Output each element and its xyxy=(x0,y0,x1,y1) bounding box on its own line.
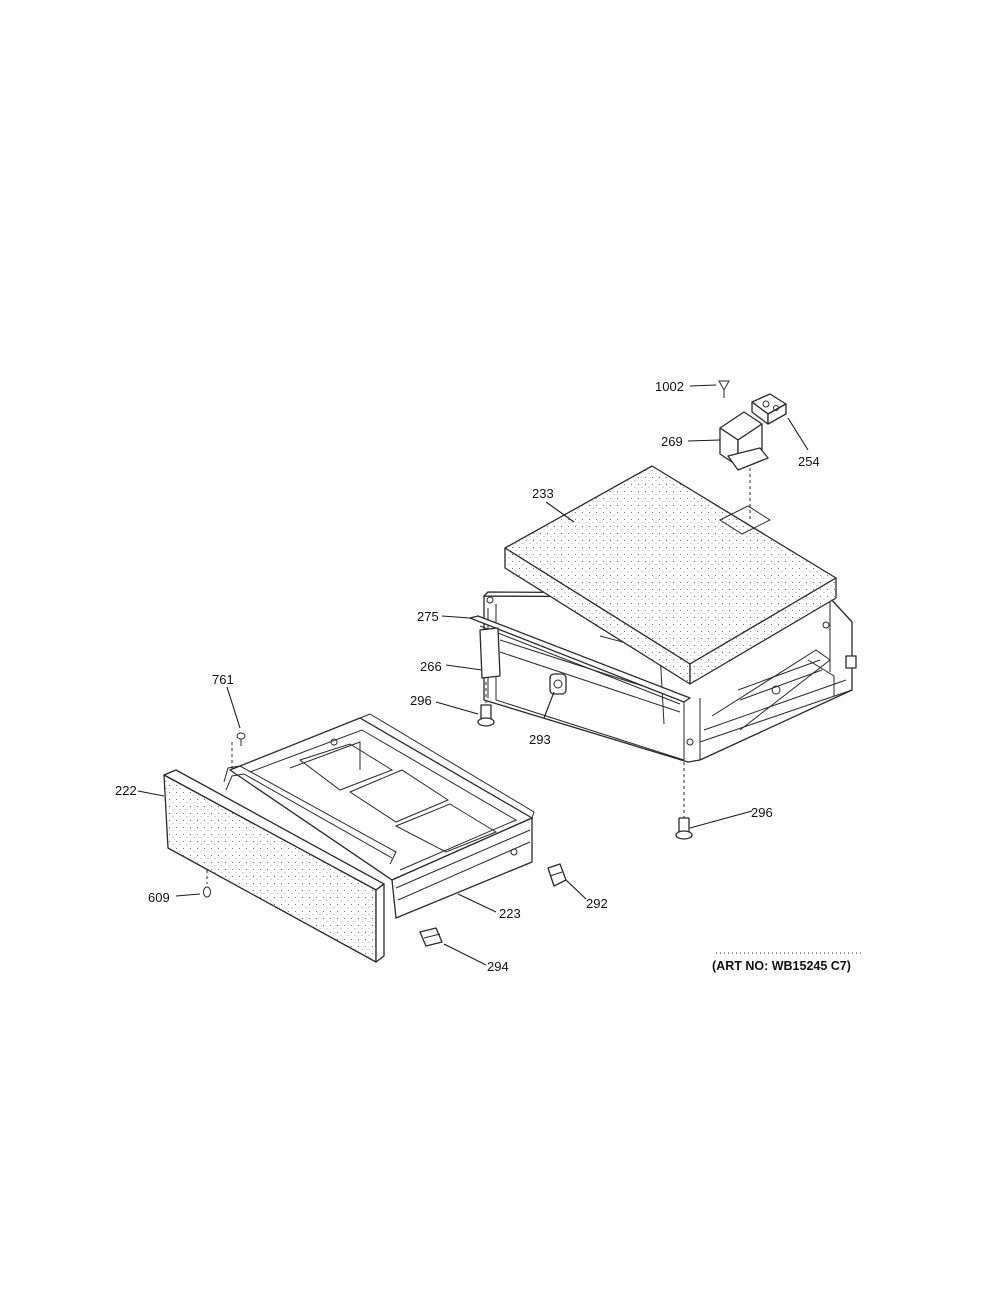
stop-294 xyxy=(419,927,443,947)
callout-296-right: 296 xyxy=(751,805,773,820)
callout-292: 292 xyxy=(586,896,608,911)
callout-1002: 1002 xyxy=(655,379,684,394)
callout-222: 222 xyxy=(115,783,137,798)
glide-foot-left xyxy=(477,704,495,727)
callout-254: 254 xyxy=(798,454,820,469)
callout-609: 609 xyxy=(148,890,170,905)
callout-233: 233 xyxy=(532,486,554,501)
leader-lines xyxy=(137,384,809,966)
callout-labels: 1002 269 254 233 275 266 296 293 296 761… xyxy=(115,379,820,974)
screw-609 xyxy=(203,886,211,898)
screw-1002 xyxy=(718,380,730,398)
drawer-body-223 xyxy=(229,713,535,919)
rail-bracket xyxy=(479,627,501,679)
callout-275: 275 xyxy=(417,609,439,624)
bracket-269 xyxy=(719,411,769,471)
roller-293 xyxy=(549,673,567,695)
callout-293: 293 xyxy=(529,732,551,747)
switch-254 xyxy=(751,393,787,425)
callout-269: 269 xyxy=(661,434,683,449)
drawer-front-222 xyxy=(163,765,397,963)
screw-761 xyxy=(236,732,246,746)
callout-294: 294 xyxy=(487,959,509,974)
slide-rail xyxy=(469,615,691,705)
callout-761: 761 xyxy=(212,672,234,687)
callout-296-left: 296 xyxy=(410,693,432,708)
art-number: (ART NO: WB15245 C7) xyxy=(712,959,851,973)
callout-223: 223 xyxy=(499,906,521,921)
callout-266: 266 xyxy=(420,659,442,674)
glide-foot-right xyxy=(675,817,693,840)
clip-292 xyxy=(547,863,567,887)
insulation-panel xyxy=(504,465,837,685)
